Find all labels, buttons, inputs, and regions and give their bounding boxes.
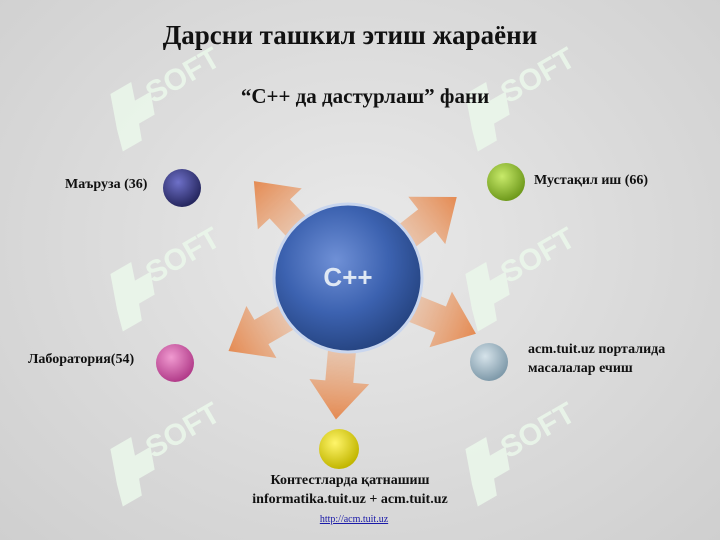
acm-link[interactable]: http://acm.tuit.uz <box>319 514 389 525</box>
slide-subtitle: “C++ да дастурлаш” фани <box>240 84 490 108</box>
contest-label: Контестларда қатнашиш informatika.tuit.u… <box>200 471 500 509</box>
slide-title: Дарсни ташкил этиш жараёни <box>162 20 538 50</box>
lecture-label: Маъруза (36) <box>65 177 148 192</box>
center-circle <box>272 202 424 354</box>
acm-label: acm.tuit.uz порталида масалалар ечиш <box>528 340 665 378</box>
acm-label-line-1: acm.tuit.uz порталида <box>528 342 666 357</box>
lab-ball <box>156 344 194 382</box>
center-label: C++ <box>323 262 373 292</box>
contest-ball <box>319 429 359 469</box>
independent-ball <box>487 163 525 201</box>
lab-label: Лаборатория(54) <box>28 352 135 367</box>
acm-ball <box>470 343 508 381</box>
lecture-ball <box>163 169 201 207</box>
acm-label-line-2: масалалар ечиш <box>528 361 633 376</box>
contest-label-line-2: informatika.tuit.uz + acm.tuit.uz <box>252 492 448 507</box>
contest-label-line-1: Контестларда қатнашиш <box>270 473 430 488</box>
independent-work-label: Мустақил иш (66) <box>534 173 649 188</box>
